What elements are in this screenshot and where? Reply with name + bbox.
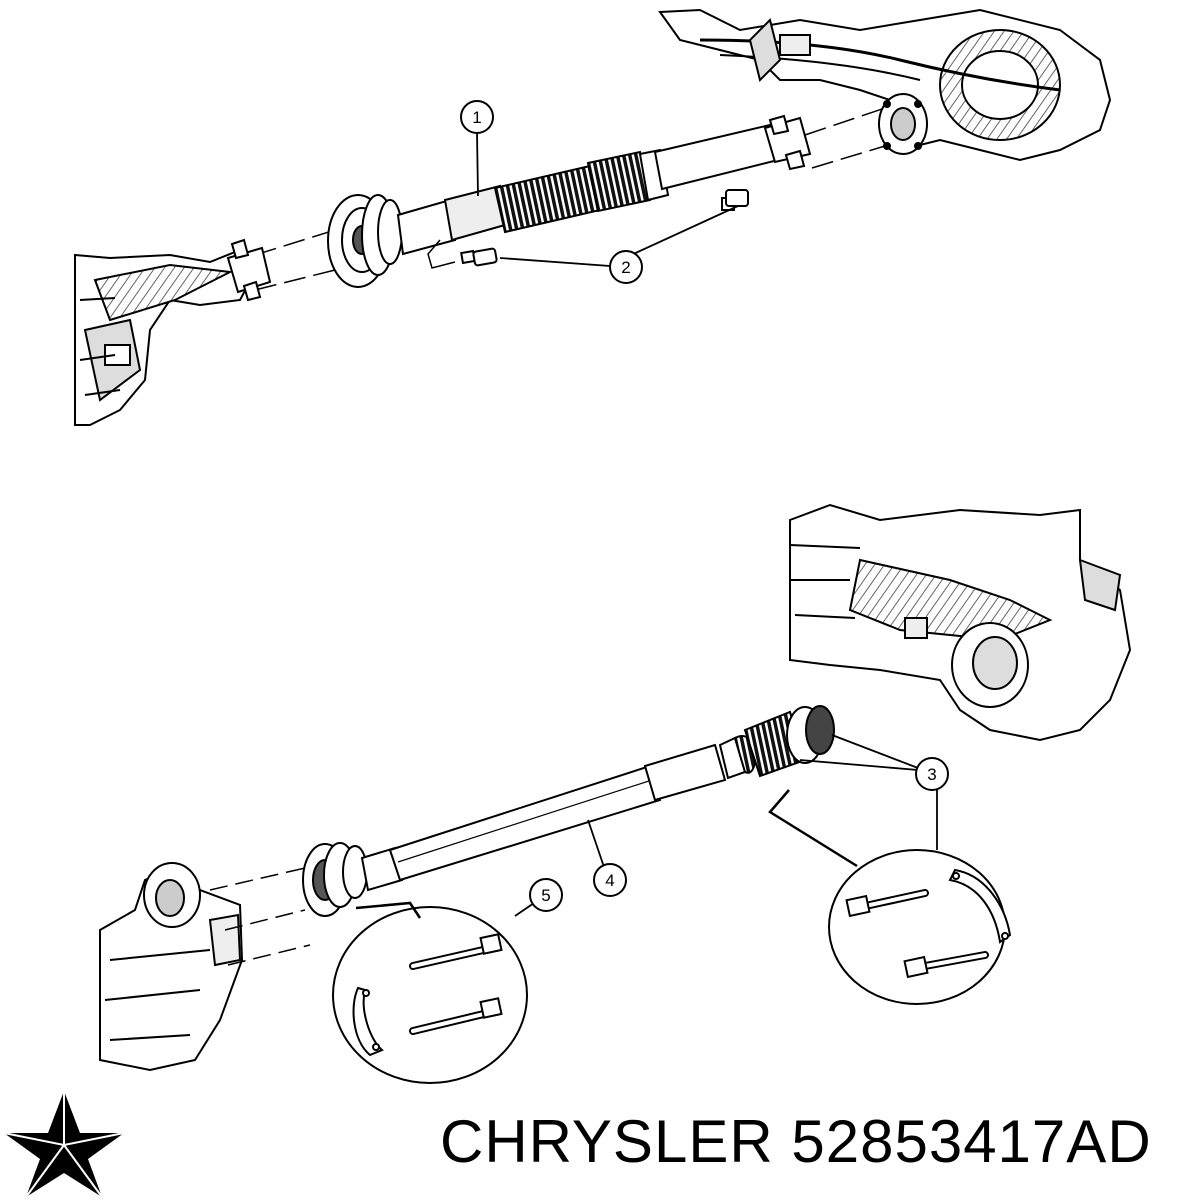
svg-text:1: 1 (472, 108, 481, 127)
leader-lines-top (476, 132, 739, 267)
driveshaft-top (226, 114, 812, 302)
pinion-flange (878, 93, 928, 155)
alignment-lines-top (254, 107, 886, 291)
callout-4: 4 (593, 863, 627, 897)
bolt-2a (460, 247, 498, 267)
callout-1: 1 (460, 100, 494, 134)
alignment-lines-bottom (209, 867, 311, 966)
pentastar-icon (3, 1091, 125, 1198)
hardware-kit-3 (828, 849, 1012, 1005)
part-number: 52853417AD (791, 1108, 1152, 1175)
svg-text:2: 2 (621, 258, 630, 277)
bolt-2b (721, 189, 749, 211)
callout-5: 5 (529, 878, 563, 912)
svg-text:5: 5 (541, 886, 550, 905)
svg-text:3: 3 (927, 765, 936, 784)
hardware-kit-5 (332, 906, 528, 1084)
bracket-line-top (427, 239, 456, 269)
callout-3: 3 (915, 757, 949, 791)
brand-name: CHRYSLER (440, 1108, 774, 1175)
part-caption: CHRYSLER 52853417AD (440, 1112, 1152, 1172)
leader-lines-bottom (355, 734, 938, 919)
transmission-housing-top (74, 248, 257, 426)
transfer-case-housing (789, 503, 1132, 742)
front-axle-housing (99, 862, 244, 1072)
callout-2: 2 (609, 250, 643, 284)
svg-text:4: 4 (605, 871, 614, 890)
rear-axle-housing (658, 8, 1112, 162)
driveshaft-bottom (302, 705, 835, 917)
